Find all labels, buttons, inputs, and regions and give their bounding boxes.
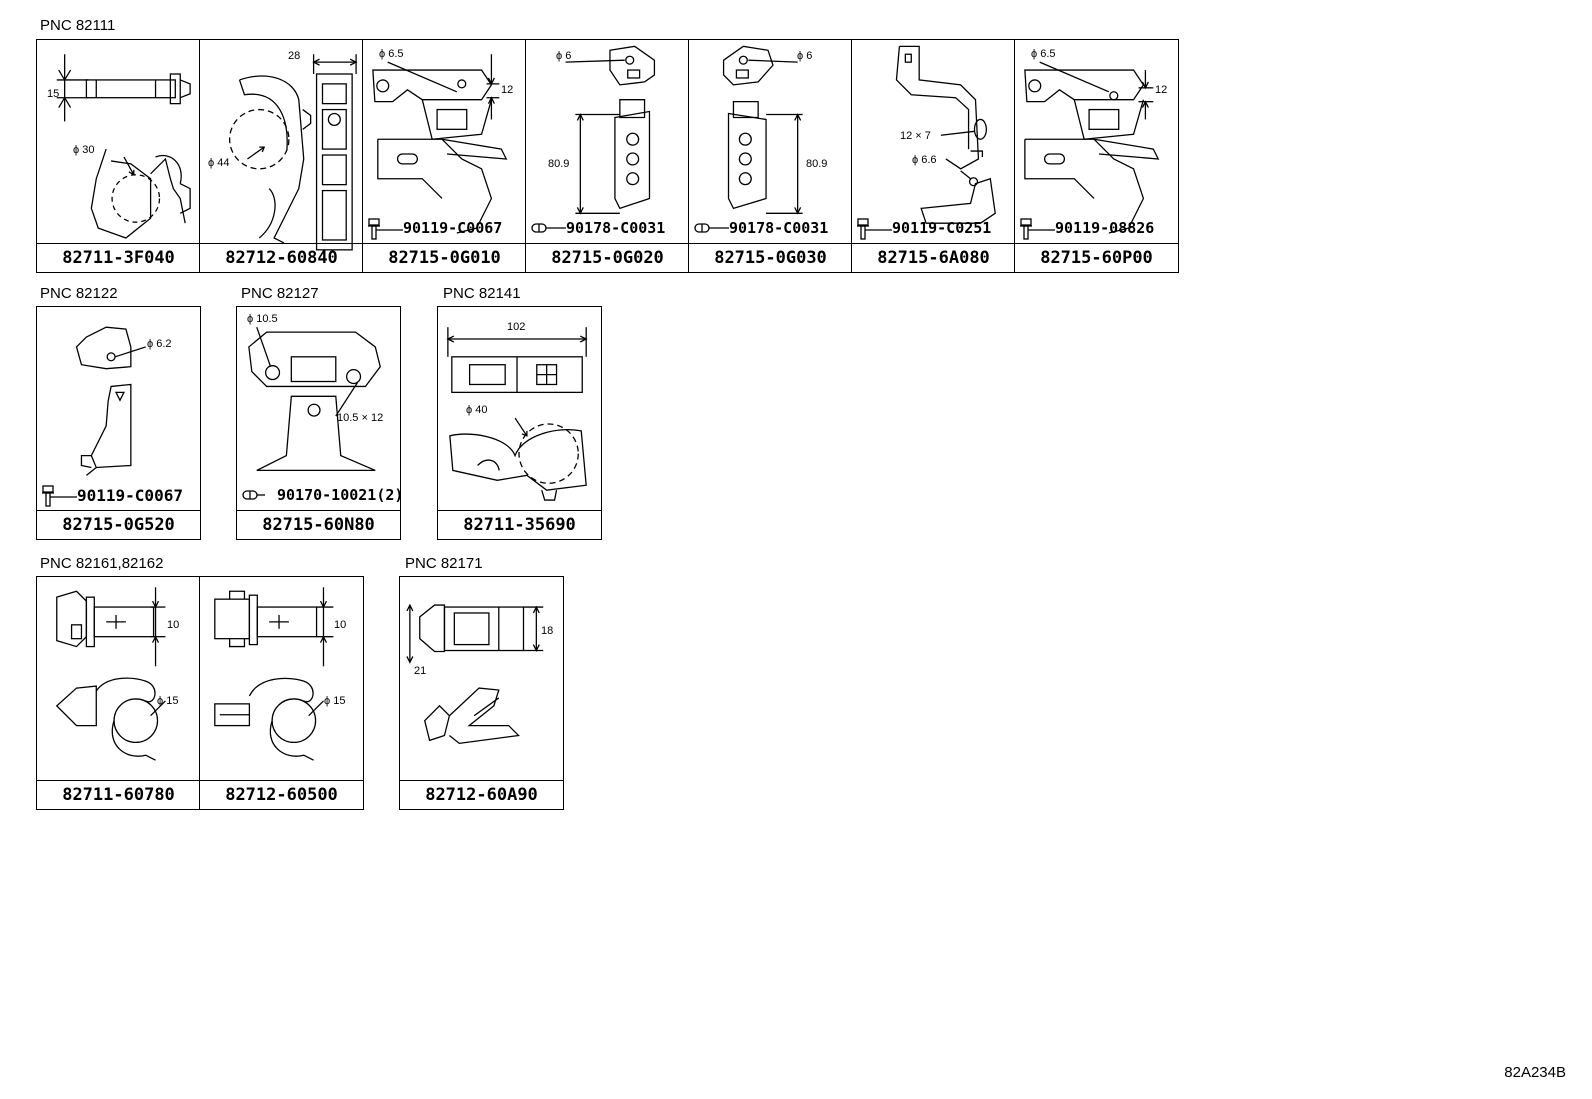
clip-nut-icon bbox=[242, 490, 265, 500]
clamp-illustration bbox=[56, 54, 191, 239]
dim-width: 102 bbox=[507, 321, 526, 333]
dim-length: 80.9 bbox=[806, 158, 828, 170]
clamp-illustration bbox=[55, 587, 166, 761]
pnc-label-82171: PNC 82171 bbox=[405, 555, 483, 572]
pnc-label-82127: PNC 82127 bbox=[241, 285, 319, 302]
pnc-label-82141: PNC 82141 bbox=[443, 285, 521, 302]
dim-height: 18 bbox=[541, 625, 554, 637]
dim-length: 80.9 bbox=[548, 158, 570, 170]
part-cell-82715-0G030[interactable]: ϕ 6 80.9 90178-C0031 82715-0G030 bbox=[688, 39, 853, 273]
bolt-callout: 90119-C0067 bbox=[367, 216, 502, 240]
part-cell-82711-60780[interactable]: 10 ϕ 15 82711-60780 bbox=[36, 576, 201, 810]
dim-width: 28 bbox=[288, 50, 301, 62]
bracket-illustration bbox=[722, 45, 803, 215]
dim-hole: ϕ 10.5 bbox=[247, 313, 278, 325]
dim-height: 15 bbox=[47, 88, 60, 100]
part-cell-82715-0G520[interactable]: ϕ 6.2 90119-C0067 82715-0G520 bbox=[36, 306, 201, 540]
dim-slot: 12 × 7 bbox=[900, 130, 931, 142]
clamp-illustration bbox=[214, 587, 334, 761]
bracket-illustration bbox=[895, 45, 996, 224]
bolt-part-number[interactable]: 90119-C0067 bbox=[403, 219, 503, 237]
bracket-illustration bbox=[75, 326, 146, 476]
part-cell-82715-6A080[interactable]: 12 × 7 ϕ 6.6 90119-C0251 82715-6A080 bbox=[851, 39, 1016, 273]
flange-bolt-icon bbox=[1020, 218, 1055, 240]
flange-bolt-icon bbox=[857, 218, 892, 240]
bracket-illustration bbox=[1024, 61, 1160, 234]
bolt-part-number[interactable]: 90119-C0067 bbox=[77, 485, 183, 505]
part-cell-82715-0G010[interactable]: ϕ 6.5 12 90119-C0067 82715-0G010 bbox=[362, 39, 527, 273]
dim-height: 10 bbox=[167, 619, 180, 631]
dim-diameter: ϕ 40 bbox=[466, 404, 488, 416]
part-number[interactable]: 82711-35690 bbox=[438, 510, 601, 539]
diagram-code: 82A234B bbox=[1504, 1064, 1566, 1081]
part-cell-82715-60P00[interactable]: ϕ 6.5 12 90119-08826 82715-60P00 bbox=[1014, 39, 1179, 273]
bolt-callout: 90170-10021(2) bbox=[241, 483, 403, 507]
bracket-illustration bbox=[565, 45, 656, 215]
bolt-part-number[interactable]: 90178-C0031 bbox=[566, 219, 666, 237]
clamp-illustration bbox=[446, 327, 588, 501]
dim-hole: ϕ 6.5 bbox=[379, 48, 404, 60]
clip-nut-icon bbox=[531, 223, 566, 233]
dim-diameter: ϕ 44 bbox=[208, 157, 230, 169]
dim-hole: ϕ 6.2 bbox=[147, 338, 172, 350]
part-cell-82712-60500[interactable]: 10 ϕ 15 82712-60500 bbox=[199, 576, 364, 810]
bracket-illustration bbox=[248, 326, 381, 472]
part-number[interactable]: 82712-60840 bbox=[200, 243, 363, 272]
bolt-callout: 90178-C0031 bbox=[530, 216, 665, 240]
clamp-illustration bbox=[406, 603, 544, 745]
part-cell-82712-60A90[interactable]: 18 21 82712-60A90 bbox=[399, 576, 564, 810]
dim-diameter: ϕ 15 bbox=[157, 695, 179, 707]
part-cell-82712-60840[interactable]: 28 ϕ 44 82712-60840 bbox=[199, 39, 364, 273]
bolt-part-number[interactable]: 90178-C0031 bbox=[729, 219, 829, 237]
dim-hole: ϕ 6 bbox=[797, 50, 813, 62]
dim-hole: ϕ 6.6 bbox=[912, 154, 937, 166]
dim-hole: ϕ 6.5 bbox=[1031, 48, 1056, 60]
part-number[interactable]: 82712-60500 bbox=[200, 780, 363, 809]
pnc-label-82161: PNC 82161,82162 bbox=[40, 555, 164, 572]
part-cell-82715-0G020[interactable]: ϕ 6 80.9 90178-C0031 82715-0G020 bbox=[525, 39, 690, 273]
bolt-part-number[interactable]: 90119-08826 bbox=[1055, 219, 1155, 237]
dim-height: 10 bbox=[334, 619, 347, 631]
part-cell-82715-60N80[interactable]: ϕ 10.5 10.5 × 12 90170-10021(2) 82715-60… bbox=[236, 306, 403, 540]
part-number[interactable]: 82715-60P00 bbox=[1015, 243, 1178, 272]
part-number[interactable]: 82711-60780 bbox=[37, 780, 200, 809]
part-number[interactable]: 82715-0G520 bbox=[37, 510, 200, 539]
part-cell-82711-35690[interactable]: 102 ϕ 40 82711-35690 bbox=[437, 306, 602, 540]
pnc-label-82122: PNC 82122 bbox=[40, 285, 118, 302]
clamp-illustration bbox=[228, 54, 358, 251]
part-number[interactable]: 82715-6A080 bbox=[852, 243, 1015, 272]
bolt-callout: 90119-08826 bbox=[1019, 216, 1154, 240]
bolt-callout: 90119-C0251 bbox=[856, 216, 991, 240]
bolt-part-number[interactable]: 90119-C0251 bbox=[892, 219, 992, 237]
bolt-callout: 90178-C0031 bbox=[693, 216, 828, 240]
flange-bolt-icon bbox=[42, 485, 77, 507]
dim-height: 12 bbox=[1155, 84, 1168, 96]
dim-height: 12 bbox=[501, 84, 514, 96]
part-cell-82711-3F040[interactable]: 15 ϕ 30 82711-3F040 bbox=[36, 39, 201, 273]
dim-slot: 10.5 × 12 bbox=[337, 412, 384, 424]
part-number[interactable]: 82715-0G030 bbox=[689, 243, 852, 272]
bolt-part-number[interactable]: 90170-10021(2) bbox=[277, 486, 404, 504]
part-number[interactable]: 82712-60A90 bbox=[400, 780, 563, 809]
pnc-label-82111: PNC 82111 bbox=[40, 17, 116, 34]
dim-overall-height: 21 bbox=[414, 665, 427, 677]
flange-bolt-icon bbox=[368, 218, 403, 240]
part-number[interactable]: 82715-0G010 bbox=[363, 243, 526, 272]
part-number[interactable]: 82715-60N80 bbox=[237, 510, 400, 539]
dim-diameter: ϕ 30 bbox=[73, 144, 95, 156]
dim-hole: ϕ 6 bbox=[556, 50, 572, 62]
part-number[interactable]: 82711-3F040 bbox=[37, 243, 200, 272]
part-number[interactable]: 82715-0G020 bbox=[526, 243, 689, 272]
clip-nut-icon bbox=[694, 223, 729, 233]
bolt-callout: 90119-C0067 bbox=[41, 483, 183, 507]
dim-diameter: ϕ 15 bbox=[324, 695, 346, 707]
bracket-illustration bbox=[372, 54, 508, 234]
